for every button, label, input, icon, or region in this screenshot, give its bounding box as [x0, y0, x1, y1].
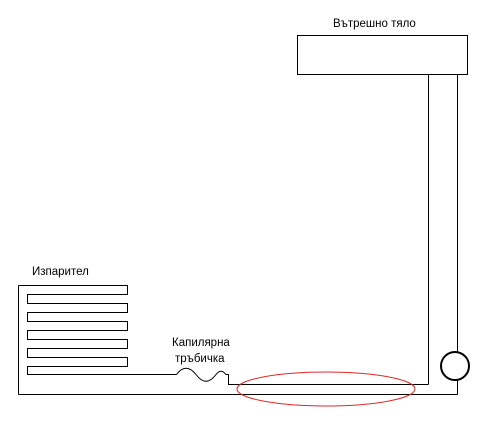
- pump-icon: [440, 351, 470, 395]
- highlight-ellipse: [236, 371, 416, 407]
- capillary-tube: [176, 367, 429, 385]
- inner-body-box: [297, 35, 468, 75]
- inner-body-label: Вътрешно тяло: [333, 18, 416, 30]
- capillary-label-line2: тръбичка: [175, 353, 225, 365]
- evaporator-body: [18, 285, 177, 375]
- capillary-label-line1: Капилярна: [172, 337, 230, 349]
- evaporator-label: Изпарител: [32, 266, 89, 278]
